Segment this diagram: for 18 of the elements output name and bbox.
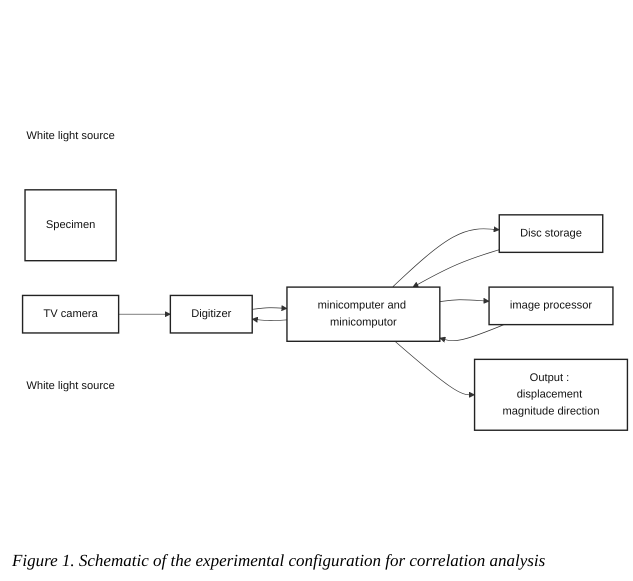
- node-box: Digitizer: [170, 294, 253, 334]
- node-box: TV camera: [22, 294, 120, 334]
- node-text: White light source: [26, 130, 115, 142]
- arrow: [252, 304, 288, 311]
- node-box: minicomputer and minicomputor: [286, 286, 441, 342]
- node-box: Specimen: [24, 188, 117, 261]
- arrow: [394, 340, 475, 398]
- arrow: [252, 316, 288, 322]
- node-box: image processor: [488, 286, 614, 325]
- arrow: [118, 310, 171, 317]
- node-box: Disc storage: [498, 214, 604, 253]
- node-text: White light source: [26, 380, 115, 392]
- figure-caption: Figure 1. Schematic of the experimental configuration for correlation analysis: [11, 550, 546, 572]
- arrow: [439, 297, 490, 304]
- arrow: [412, 248, 500, 287]
- node-box: Output : displacement magnitude direction: [474, 358, 628, 431]
- arrow: [440, 324, 504, 342]
- arrow: [392, 226, 500, 288]
